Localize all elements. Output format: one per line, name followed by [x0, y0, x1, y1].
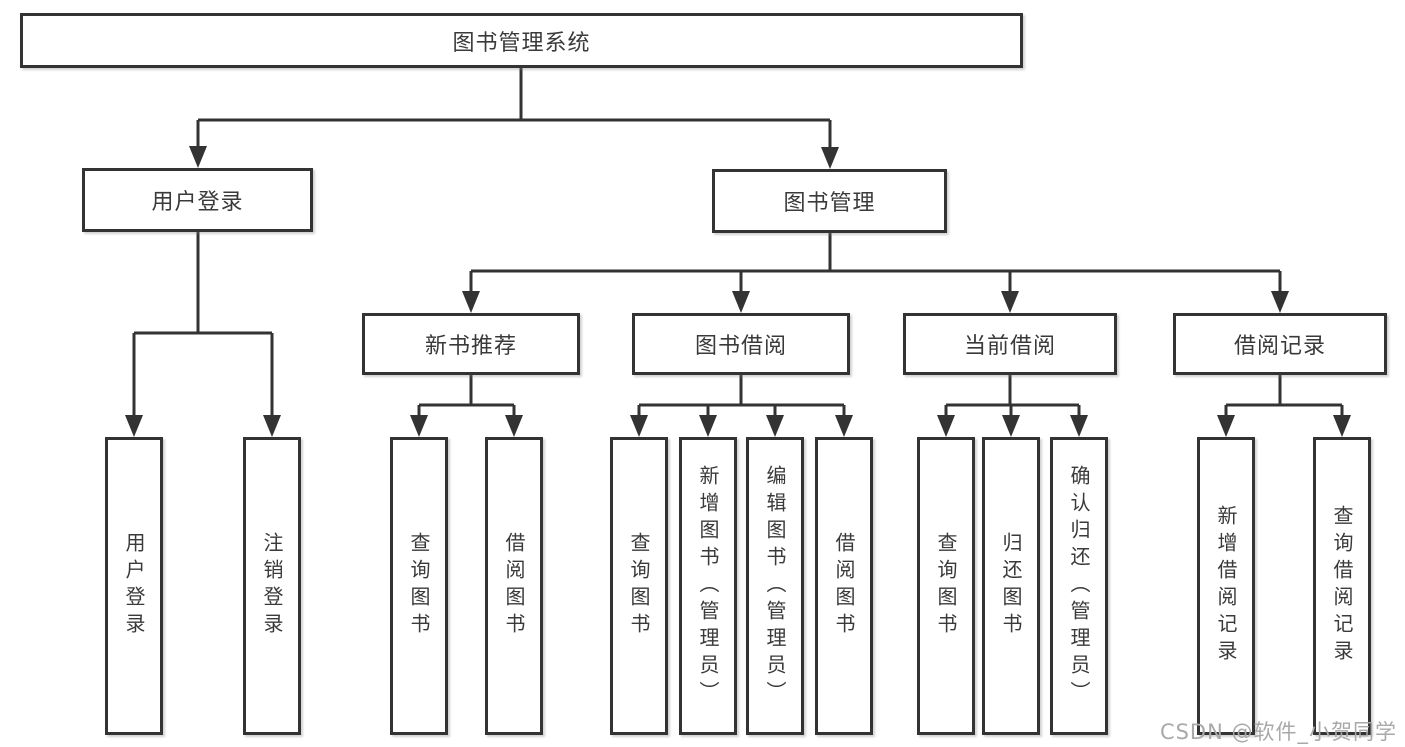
node-label: 用户登录 — [151, 190, 244, 215]
node-label: 归还图书 — [999, 532, 1023, 640]
node-label: 新增借阅记录 — [1214, 505, 1238, 667]
node-label: 借阅记录 — [1233, 334, 1326, 359]
node-label: 借阅图书 — [832, 532, 856, 640]
leaf-query-borrow-record: 查询借阅记录 — [1313, 437, 1371, 735]
node-library-system: 图书管理系统 — [20, 13, 1023, 68]
leaf-query-books-recommend: 查询图书 — [390, 437, 448, 735]
node-label: 新书推荐 — [424, 334, 517, 359]
node-label: 查询图书 — [407, 532, 431, 640]
node-label: 新增图书（管理员） — [696, 464, 720, 708]
leaf-edit-book-admin: 编辑图书（管理员） — [746, 437, 804, 735]
node-label: 查询图书 — [627, 532, 651, 640]
node-label: 注销登录 — [260, 532, 284, 640]
node-current-borrow: 当前借阅 — [903, 313, 1117, 375]
leaf-user-login: 用户登录 — [105, 437, 163, 735]
leaf-borrow-books: 借阅图书 — [815, 437, 873, 735]
leaf-add-borrow-record: 新增借阅记录 — [1197, 437, 1255, 735]
node-label: 当前借阅 — [963, 334, 1056, 359]
node-label: 用户登录 — [122, 532, 146, 640]
node-book-management: 图书管理 — [712, 169, 947, 233]
node-label: 图书借阅 — [694, 334, 787, 359]
connector-strokes — [132, 68, 1344, 419]
leaf-return-book: 归还图书 — [982, 437, 1040, 735]
csdn-watermark: CSDN @软件_小贺同学 — [1159, 720, 1397, 744]
node-label: 图书管理系统 — [452, 30, 591, 56]
node-book-borrow: 图书借阅 — [632, 313, 850, 375]
node-label: 编辑图书（管理员） — [763, 464, 787, 708]
leaf-query-books-borrow: 查询图书 — [610, 437, 668, 735]
node-label: 确认归还（管理员） — [1067, 464, 1091, 708]
node-borrow-records: 借阅记录 — [1173, 313, 1387, 375]
node-new-book-recommend: 新书推荐 — [362, 313, 580, 375]
arrowheads — [125, 146, 1351, 437]
leaf-borrow-books-recommend: 借阅图书 — [485, 437, 543, 735]
leaf-confirm-return-admin: 确认归还（管理员） — [1050, 437, 1108, 735]
node-label: 图书管理 — [783, 191, 876, 216]
node-label: 借阅图书 — [502, 532, 526, 640]
leaf-logout: 注销登录 — [243, 437, 301, 735]
node-label: 查询借阅记录 — [1330, 505, 1354, 667]
leaf-add-book-admin: 新增图书（管理员） — [679, 437, 737, 735]
node-label: 查询图书 — [934, 532, 958, 640]
leaf-query-books-current: 查询图书 — [917, 437, 975, 735]
node-user-login: 用户登录 — [82, 168, 313, 232]
